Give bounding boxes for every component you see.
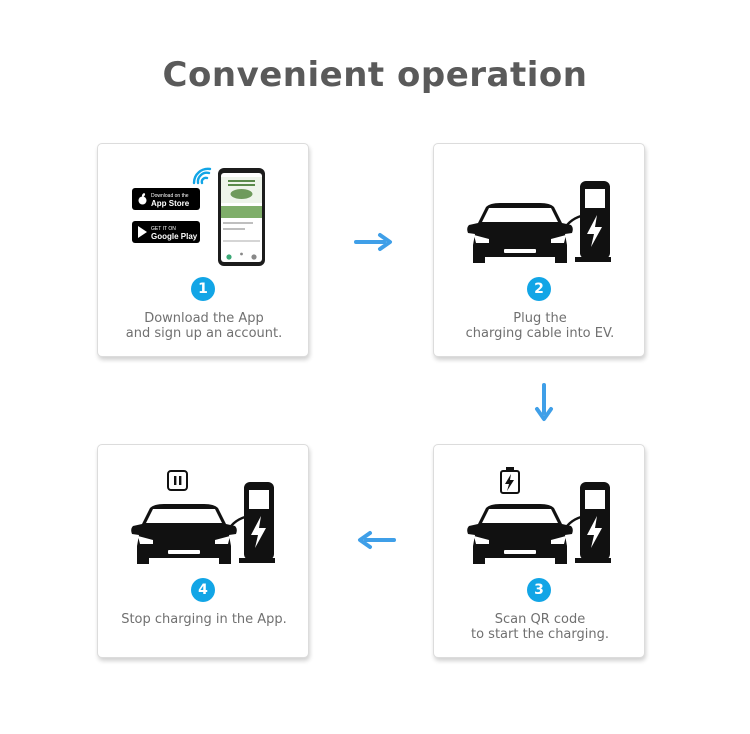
app-store-badge[interactable]: Download on the App Store — [132, 188, 200, 210]
step-description-line: and sign up an account. — [125, 326, 283, 341]
step-number-badge: 1 — [191, 277, 215, 301]
charging-station-icon — [575, 181, 611, 262]
step-number-badge: 2 — [527, 277, 551, 301]
car-icon — [131, 504, 237, 564]
google-play-icon — [138, 226, 147, 238]
page-title: Convenient operation — [162, 55, 588, 95]
charging-cable — [224, 515, 246, 535]
lightning-bolt-icon — [587, 516, 602, 548]
step-description-line: Plug the — [513, 311, 567, 326]
charging-station-icon — [575, 482, 611, 563]
apple-icon — [138, 193, 147, 205]
step-description: Plug the charging cable into EV. — [438, 311, 642, 341]
download-app-illustration: Download on the App Store GET IT ON Goog… — [132, 167, 265, 266]
google-play-small-text: GET IT ON — [151, 226, 176, 232]
arrow-down-icon — [535, 383, 553, 421]
arrow-right-icon — [354, 233, 392, 251]
step-number-badge: 4 — [191, 578, 215, 602]
charging-cable — [560, 214, 582, 234]
step-description: Stop charging in the App. — [102, 612, 306, 627]
step-card-plug-cable: 2 Plug the charging cable into EV. — [433, 143, 645, 357]
car-icon — [467, 203, 573, 263]
phone-icon — [218, 168, 265, 266]
charging-station-icon — [239, 482, 275, 563]
step-description-line: Download the App — [144, 311, 264, 326]
step-description-line: Stop charging in the App. — [121, 612, 287, 627]
plug-cable-illustration — [467, 181, 611, 263]
app-store-small-text: Download on the — [151, 193, 189, 199]
step-number-badge: 3 — [527, 578, 551, 602]
step-card-scan-qr: 3 Scan QR code to start the charging. — [433, 444, 645, 658]
stop-charging-illustration — [131, 470, 275, 564]
app-store-label: App Store — [151, 199, 190, 208]
step-description: Download the App and sign up an account. — [102, 311, 306, 341]
step-card-download-app: Download on the App Store GET IT ON Goog… — [97, 143, 309, 357]
wifi-icon — [192, 167, 212, 185]
lightning-bolt-icon — [587, 215, 602, 247]
step-description-line: to start the charging. — [470, 627, 610, 642]
car-icon — [467, 504, 573, 564]
step-card-stop-charging: 4 Stop charging in the App. — [97, 444, 309, 658]
charging-cable — [560, 515, 582, 535]
lightning-bolt-icon — [251, 516, 266, 548]
step-description: Scan QR code to start the charging. — [438, 612, 642, 642]
step-description-line: charging cable into EV. — [465, 326, 615, 341]
scan-qr-illustration — [467, 467, 611, 564]
arrow-left-icon — [358, 531, 396, 549]
google-play-badge[interactable]: GET IT ON Google Play — [132, 221, 200, 243]
step-description-line: Scan QR code — [494, 612, 586, 627]
google-play-label: Google Play — [151, 232, 198, 241]
battery-charging-icon — [500, 467, 520, 494]
pause-icon — [167, 470, 188, 491]
